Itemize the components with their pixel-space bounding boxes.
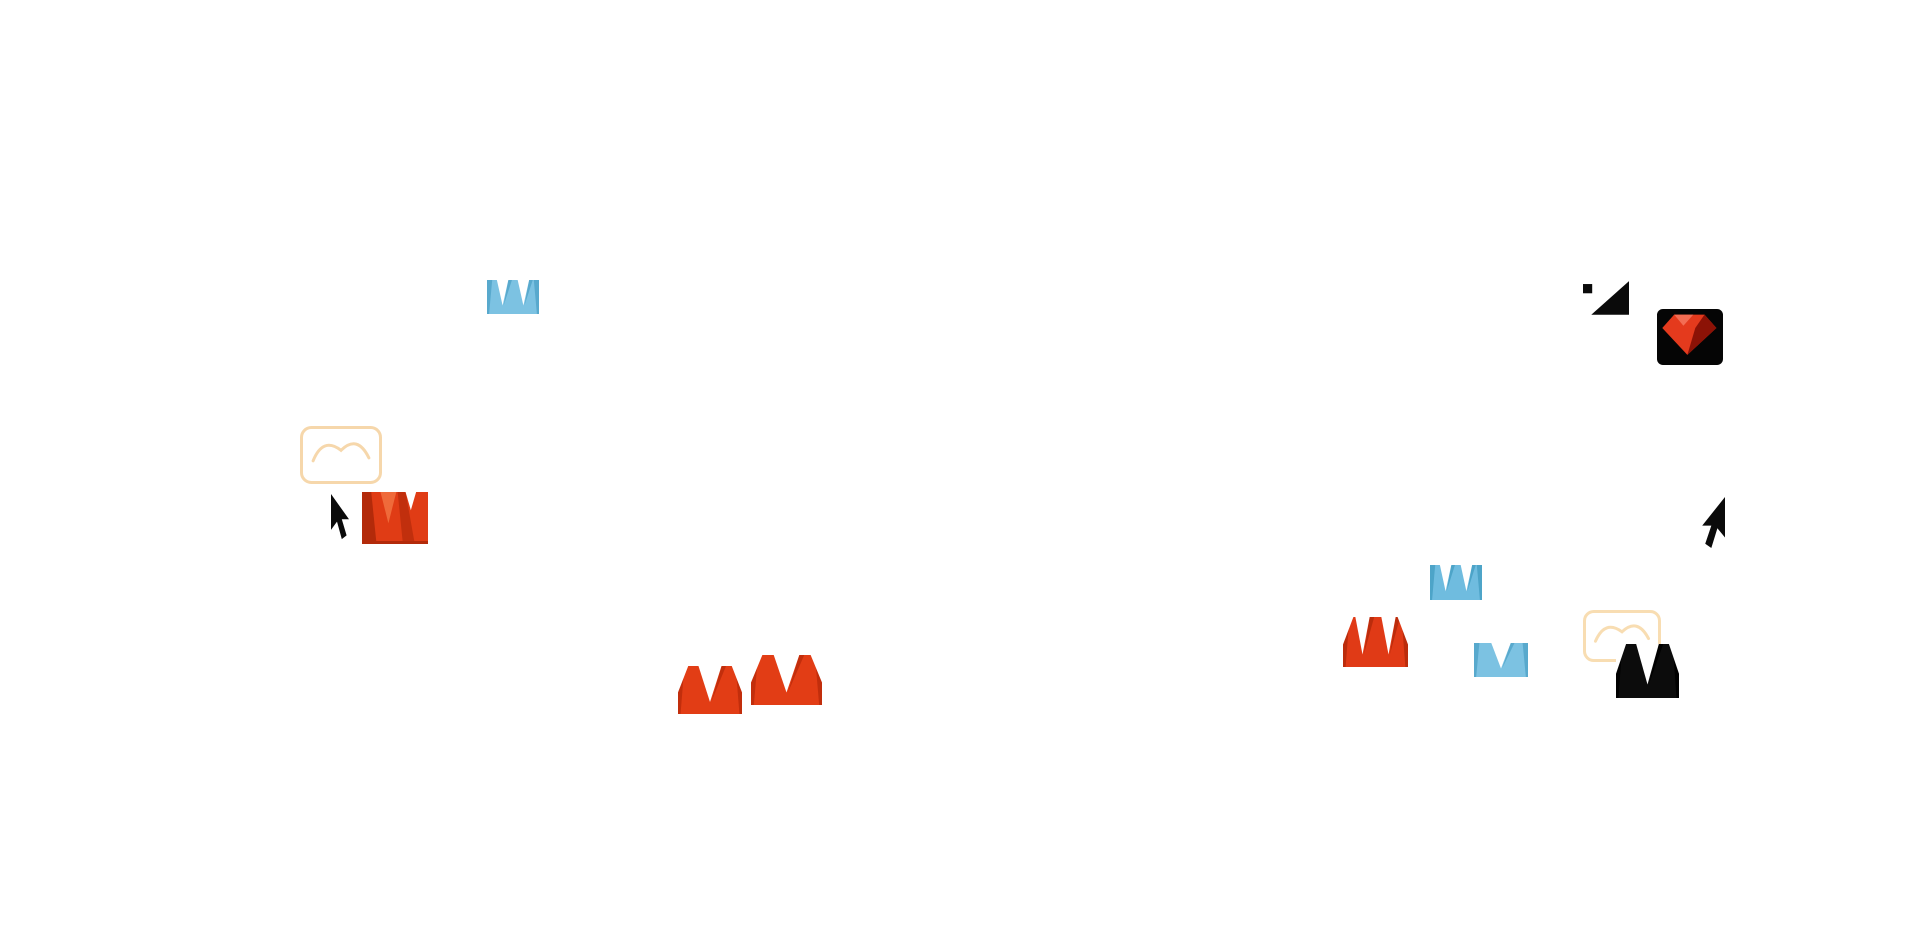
cursor-arrow-left — [331, 494, 361, 540]
cream-gem-outline-left — [300, 426, 382, 484]
gem-red-crown[interactable] — [1343, 617, 1408, 667]
cursor-arrow-right — [1687, 497, 1725, 549]
gem-red-bottom-right[interactable] — [751, 655, 822, 705]
gem-red-bottom-left[interactable] — [678, 666, 742, 714]
gem-black-crown[interactable] — [1616, 644, 1679, 698]
gem-blue-mid[interactable] — [1430, 565, 1482, 600]
flag-triangle-black — [1583, 279, 1629, 321]
gem-red-faceted[interactable] — [362, 492, 428, 544]
ruby-gem-logo[interactable] — [1657, 309, 1723, 365]
gem-blue-small[interactable] — [1474, 643, 1528, 677]
gem-blue-top-left[interactable] — [487, 280, 539, 314]
